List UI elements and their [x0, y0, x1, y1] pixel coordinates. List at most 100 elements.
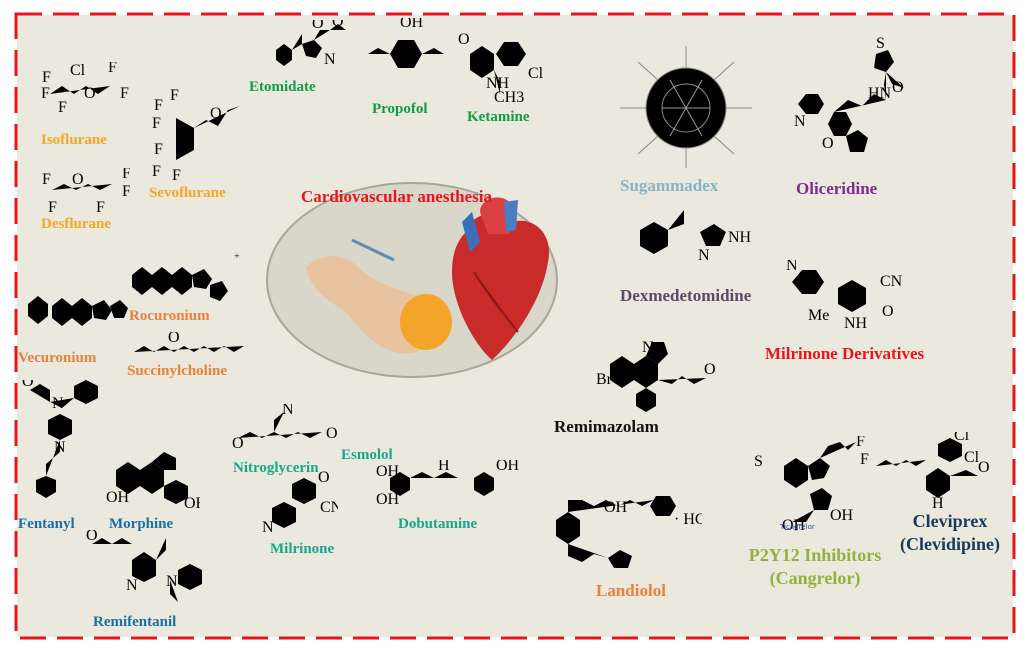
- svg-text:F: F: [152, 163, 161, 180]
- heart-icon: [452, 213, 550, 360]
- svg-text:OH: OH: [376, 463, 400, 480]
- svg-text:Cl: Cl: [70, 62, 86, 79]
- svg-text:Cl: Cl: [964, 449, 980, 466]
- svg-text:N: N: [786, 260, 798, 274]
- svg-text:F: F: [120, 85, 129, 102]
- svg-text:F: F: [122, 168, 130, 182]
- milrinone-derivatives-label: Milrinone Derivatives: [765, 344, 925, 363]
- desflurane-label: Desflurane: [41, 216, 111, 232]
- svg-text:F: F: [58, 99, 67, 116]
- svg-text:NH: NH: [844, 315, 868, 332]
- center-title: Cardiovascular anesthesia: [301, 187, 492, 206]
- ketamine-structure: O Cl NH CH3: [458, 31, 544, 104]
- svg-text:OH: OH: [782, 517, 806, 532]
- dexmedetomidine-label: Dexmedetomidine: [620, 286, 752, 305]
- p2y12-label-line2: (Cangrelor): [769, 568, 861, 588]
- svg-text:F: F: [154, 141, 163, 158]
- milrinone-derivative-structure: N CN Me NH O: [786, 260, 903, 332]
- coronary-artery-icon: [473, 271, 519, 333]
- svg-text:Cl: Cl: [528, 65, 544, 82]
- nitroglycerin-label: Nitroglycerin: [233, 460, 319, 476]
- svg-text:O: O: [210, 105, 222, 122]
- cleviprex-label-line1: Cleviprex: [912, 511, 988, 531]
- dobutamine-label: Dobutamine: [398, 516, 478, 532]
- remimazolam-label: Remimazolam: [554, 417, 659, 436]
- succinylcholine-structure: O: [134, 332, 244, 352]
- svg-text:OH: OH: [376, 491, 400, 508]
- svg-text:O: O: [978, 459, 990, 476]
- svg-text:N: N: [166, 573, 178, 590]
- svg-text:H: H: [438, 460, 450, 474]
- svg-text:N: N: [698, 247, 710, 264]
- remimazolam-structure: Br N O: [596, 332, 716, 412]
- svg-text:N: N: [54, 439, 66, 456]
- svg-text:OH: OH: [184, 495, 200, 510]
- central-illustration: [266, 182, 558, 378]
- morphine-structure: OH OH: [106, 450, 200, 510]
- svg-text:OH: OH: [604, 499, 628, 516]
- fentanyl-structure: N N O: [22, 380, 98, 498]
- svg-text:O: O: [892, 79, 904, 96]
- rocuronium-structure: [132, 257, 228, 301]
- remifentanil-label: Remifentanil: [93, 614, 177, 630]
- svg-text:F: F: [152, 115, 161, 132]
- svg-text:O: O: [232, 435, 244, 452]
- svg-text:OH: OH: [496, 460, 520, 474]
- svg-text:O: O: [882, 303, 894, 320]
- svg-text:F: F: [122, 183, 130, 200]
- sugammadex-structure: [620, 46, 752, 168]
- vena-cava-icon: [462, 212, 480, 252]
- isoflurane-label: Isoflurane: [41, 132, 107, 148]
- svg-text:CN: CN: [320, 499, 338, 516]
- svg-text:O: O: [168, 332, 180, 346]
- svg-text:O: O: [458, 31, 470, 48]
- svg-text:F: F: [860, 451, 869, 468]
- svg-text:F: F: [41, 85, 50, 102]
- svg-text:NH: NH: [728, 229, 752, 246]
- svg-text:N: N: [52, 395, 64, 412]
- svg-text:O: O: [318, 470, 330, 486]
- desflurane-structure: F F O F F F: [42, 168, 130, 214]
- svg-text:OH: OH: [400, 18, 424, 31]
- milrinone-label: Milrinone: [270, 541, 335, 557]
- sugammadex-label: Sugammadex: [620, 176, 719, 195]
- morphine-label: Morphine: [109, 516, 174, 532]
- svg-text:N: N: [324, 51, 336, 68]
- svg-text:O: O: [312, 20, 324, 32]
- sevoflurane-label: Sevoflurane: [149, 185, 226, 201]
- succinylcholine-label: Succinylcholine: [127, 363, 228, 379]
- svg-text:F: F: [96, 199, 105, 214]
- oxygen-mask-icon: [400, 294, 452, 350]
- svg-text:NH: NH: [486, 75, 510, 92]
- etomidate-label: Etomidate: [249, 79, 316, 95]
- svg-text:F: F: [48, 199, 57, 214]
- svg-text:O: O: [84, 85, 96, 102]
- svg-text:F: F: [42, 69, 51, 86]
- svg-text:F: F: [42, 171, 51, 188]
- svg-text:O: O: [22, 380, 34, 390]
- ticagrelor-caption: Ticagrelor: [780, 523, 815, 531]
- svg-text:F: F: [170, 88, 179, 104]
- remifentanil-structure: O N N: [86, 530, 202, 602]
- cleviprex-label-line2: (Clevidipine): [899, 534, 1000, 554]
- svg-text:Cl: Cl: [954, 432, 970, 444]
- svg-text:O: O: [332, 20, 344, 30]
- dobutamine-structure: OH OH H OH: [376, 460, 520, 508]
- svg-text:S: S: [754, 453, 763, 470]
- svg-text:CH3: CH3: [494, 89, 524, 104]
- isoflurane-structure: Cl F F F O F F: [41, 62, 129, 116]
- landiolol-label: Landiolol: [596, 581, 666, 600]
- svg-text:F: F: [154, 97, 163, 114]
- dexmedetomidine-structure: NH N: [630, 210, 752, 264]
- svg-text:· HCl: · HCl: [674, 511, 702, 528]
- svg-text:Me: Me: [808, 307, 829, 324]
- vecuronium-structure: [28, 288, 128, 338]
- svg-text:O: O: [72, 171, 84, 188]
- svg-text:CN: CN: [880, 273, 903, 290]
- vecuronium-label: Vecuronium: [18, 350, 97, 366]
- p2y12-label-line1: P2Y12 Inhibitors: [748, 545, 882, 565]
- etomidate-structure: N O O: [276, 20, 346, 68]
- svg-text:Br: Br: [596, 371, 613, 388]
- svg-text:N: N: [262, 519, 274, 536]
